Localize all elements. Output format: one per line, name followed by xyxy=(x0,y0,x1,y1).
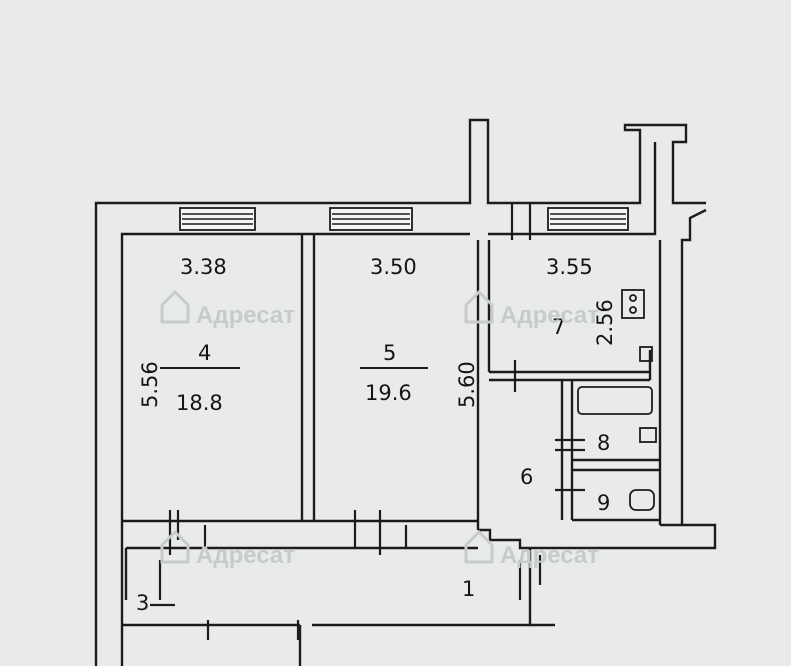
room4-number: 4 xyxy=(198,341,211,365)
bathtub xyxy=(577,386,653,415)
room5-area: 19.6 xyxy=(365,381,412,405)
room9-number: 9 xyxy=(597,491,610,515)
stove xyxy=(621,289,645,319)
room5-width-label: 3.50 xyxy=(370,255,417,279)
stove-burner xyxy=(629,294,637,302)
room4-width-label: 3.38 xyxy=(180,255,227,279)
stove-burner xyxy=(629,306,637,314)
room5-length-label: 5.60 xyxy=(455,361,479,408)
window-glazing xyxy=(182,213,626,225)
walls xyxy=(94,118,717,666)
room6-number: 6 xyxy=(520,465,533,489)
room8-number: 8 xyxy=(597,431,610,455)
room4-length-label: 5.56 xyxy=(138,361,162,408)
watermark-brand: Адресат xyxy=(500,302,599,329)
watermark-brand: Адресат xyxy=(500,542,599,569)
watermark-brand: Адресат xyxy=(196,542,295,569)
room7-length-label: 2.56 xyxy=(593,299,617,346)
toilet xyxy=(629,489,655,511)
room4-area: 18.8 xyxy=(176,391,223,415)
watermark-logo-icon xyxy=(160,289,494,564)
watermark-brand: Адресат xyxy=(196,302,295,329)
room7-width-label: 3.55 xyxy=(546,255,593,279)
room3-number: 3 xyxy=(136,591,149,615)
room5-number: 5 xyxy=(383,341,396,365)
door-marks xyxy=(150,203,585,640)
room7-number: 7 xyxy=(552,315,565,339)
kitchen-sink xyxy=(639,346,653,362)
room1-number: 1 xyxy=(462,577,475,601)
sink xyxy=(639,427,657,443)
fixtures xyxy=(577,289,657,511)
